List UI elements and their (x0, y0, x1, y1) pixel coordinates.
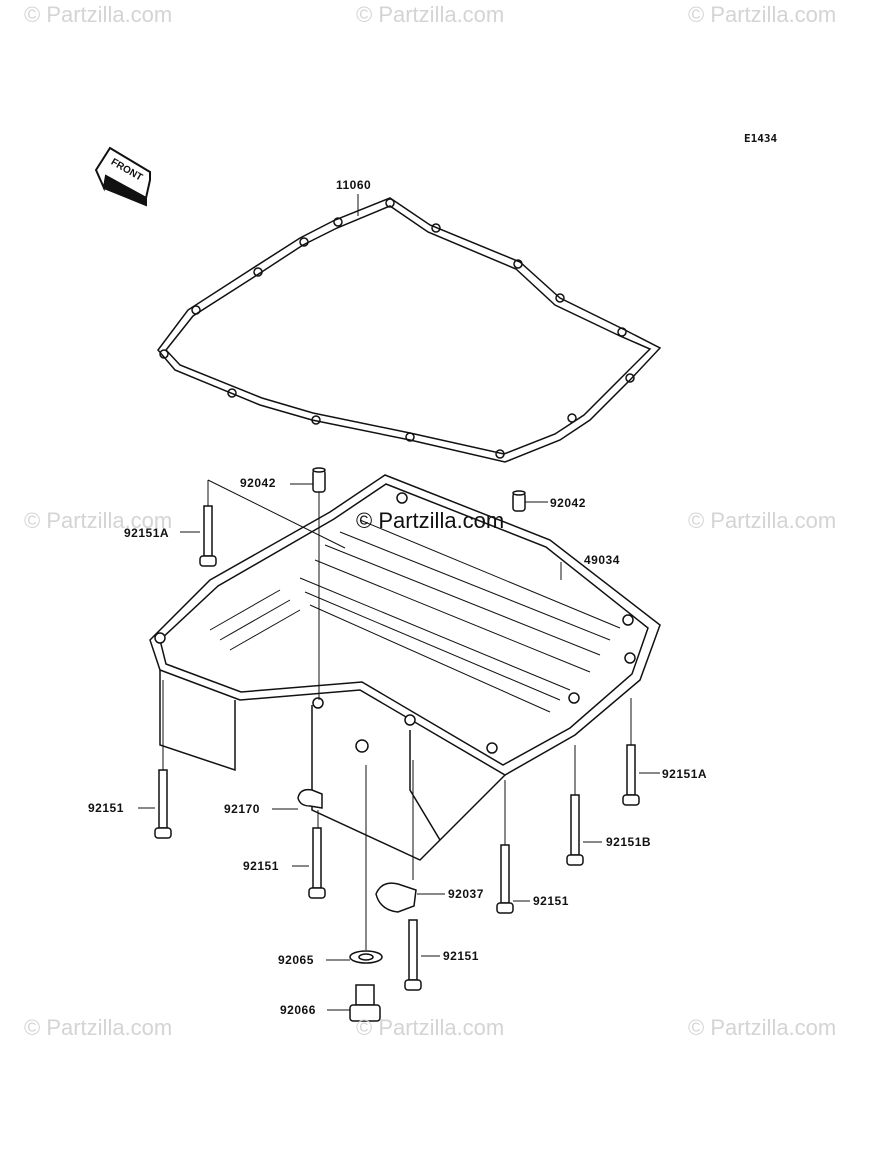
bolt-92151-right (496, 844, 514, 914)
callout-11060[interactable]: 11060 (336, 178, 372, 192)
watermark-top-center: © Partzilla.com (356, 2, 505, 27)
watermark-bottom-left: © Partzilla.com (24, 1015, 173, 1040)
callout-92042-right[interactable]: 92042 (550, 496, 586, 510)
watermark-mid-left: © Partzilla.com (24, 508, 173, 533)
bolt-92151a-left (199, 505, 217, 567)
oil-pan (149, 474, 661, 861)
watermark-top-left: © Partzilla.com (24, 2, 173, 27)
bolt-92151b (566, 794, 584, 866)
dowel-pin-right (512, 490, 526, 512)
watermark-top-right: © Partzilla.com (688, 2, 837, 27)
watermark-bottom-right: © Partzilla.com (688, 1015, 837, 1040)
watermark-bottom-center: © Partzilla.com (356, 1015, 505, 1040)
oil-pan-gasket (157, 197, 662, 463)
bolt-92151-bottom (404, 919, 422, 991)
callout-92151-right[interactable]: 92151 (533, 894, 569, 908)
callout-92066[interactable]: 92066 (280, 1003, 316, 1017)
watermark-mid-right: © Partzilla.com (688, 508, 837, 533)
callout-92151-mid[interactable]: 92151 (243, 859, 279, 873)
callout-92151a-left[interactable]: 92151A (124, 526, 170, 540)
callout-92042-left[interactable]: 92042 (240, 476, 276, 490)
bolt-92151-left (154, 769, 172, 839)
callout-92151-left[interactable]: 92151 (88, 801, 124, 815)
diagram-code: E1434 (744, 132, 778, 145)
callout-92151-bottom[interactable]: 92151 (443, 949, 479, 963)
leader-lines (138, 479, 660, 1011)
callout-92170[interactable]: 92170 (224, 802, 260, 816)
bolt-92151-mid (308, 827, 326, 899)
watermark-center: © Partzilla.com (356, 508, 505, 533)
front-arrow-icon: FRONT (94, 146, 151, 207)
clamp-92170 (297, 788, 323, 809)
drain-plug-92066 (349, 984, 381, 1022)
callout-92065[interactable]: 92065 (278, 953, 314, 967)
callout-92151a-right[interactable]: 92151A (662, 767, 708, 781)
clamp-92037 (375, 882, 417, 913)
callout-49034[interactable]: 49034 (584, 553, 620, 567)
callout-92037[interactable]: 92037 (448, 887, 484, 901)
bolt-92151a-right (622, 744, 640, 806)
callout-92151b[interactable]: 92151B (606, 835, 652, 849)
dowel-pin-left (312, 467, 326, 493)
washer-92065 (349, 950, 383, 964)
